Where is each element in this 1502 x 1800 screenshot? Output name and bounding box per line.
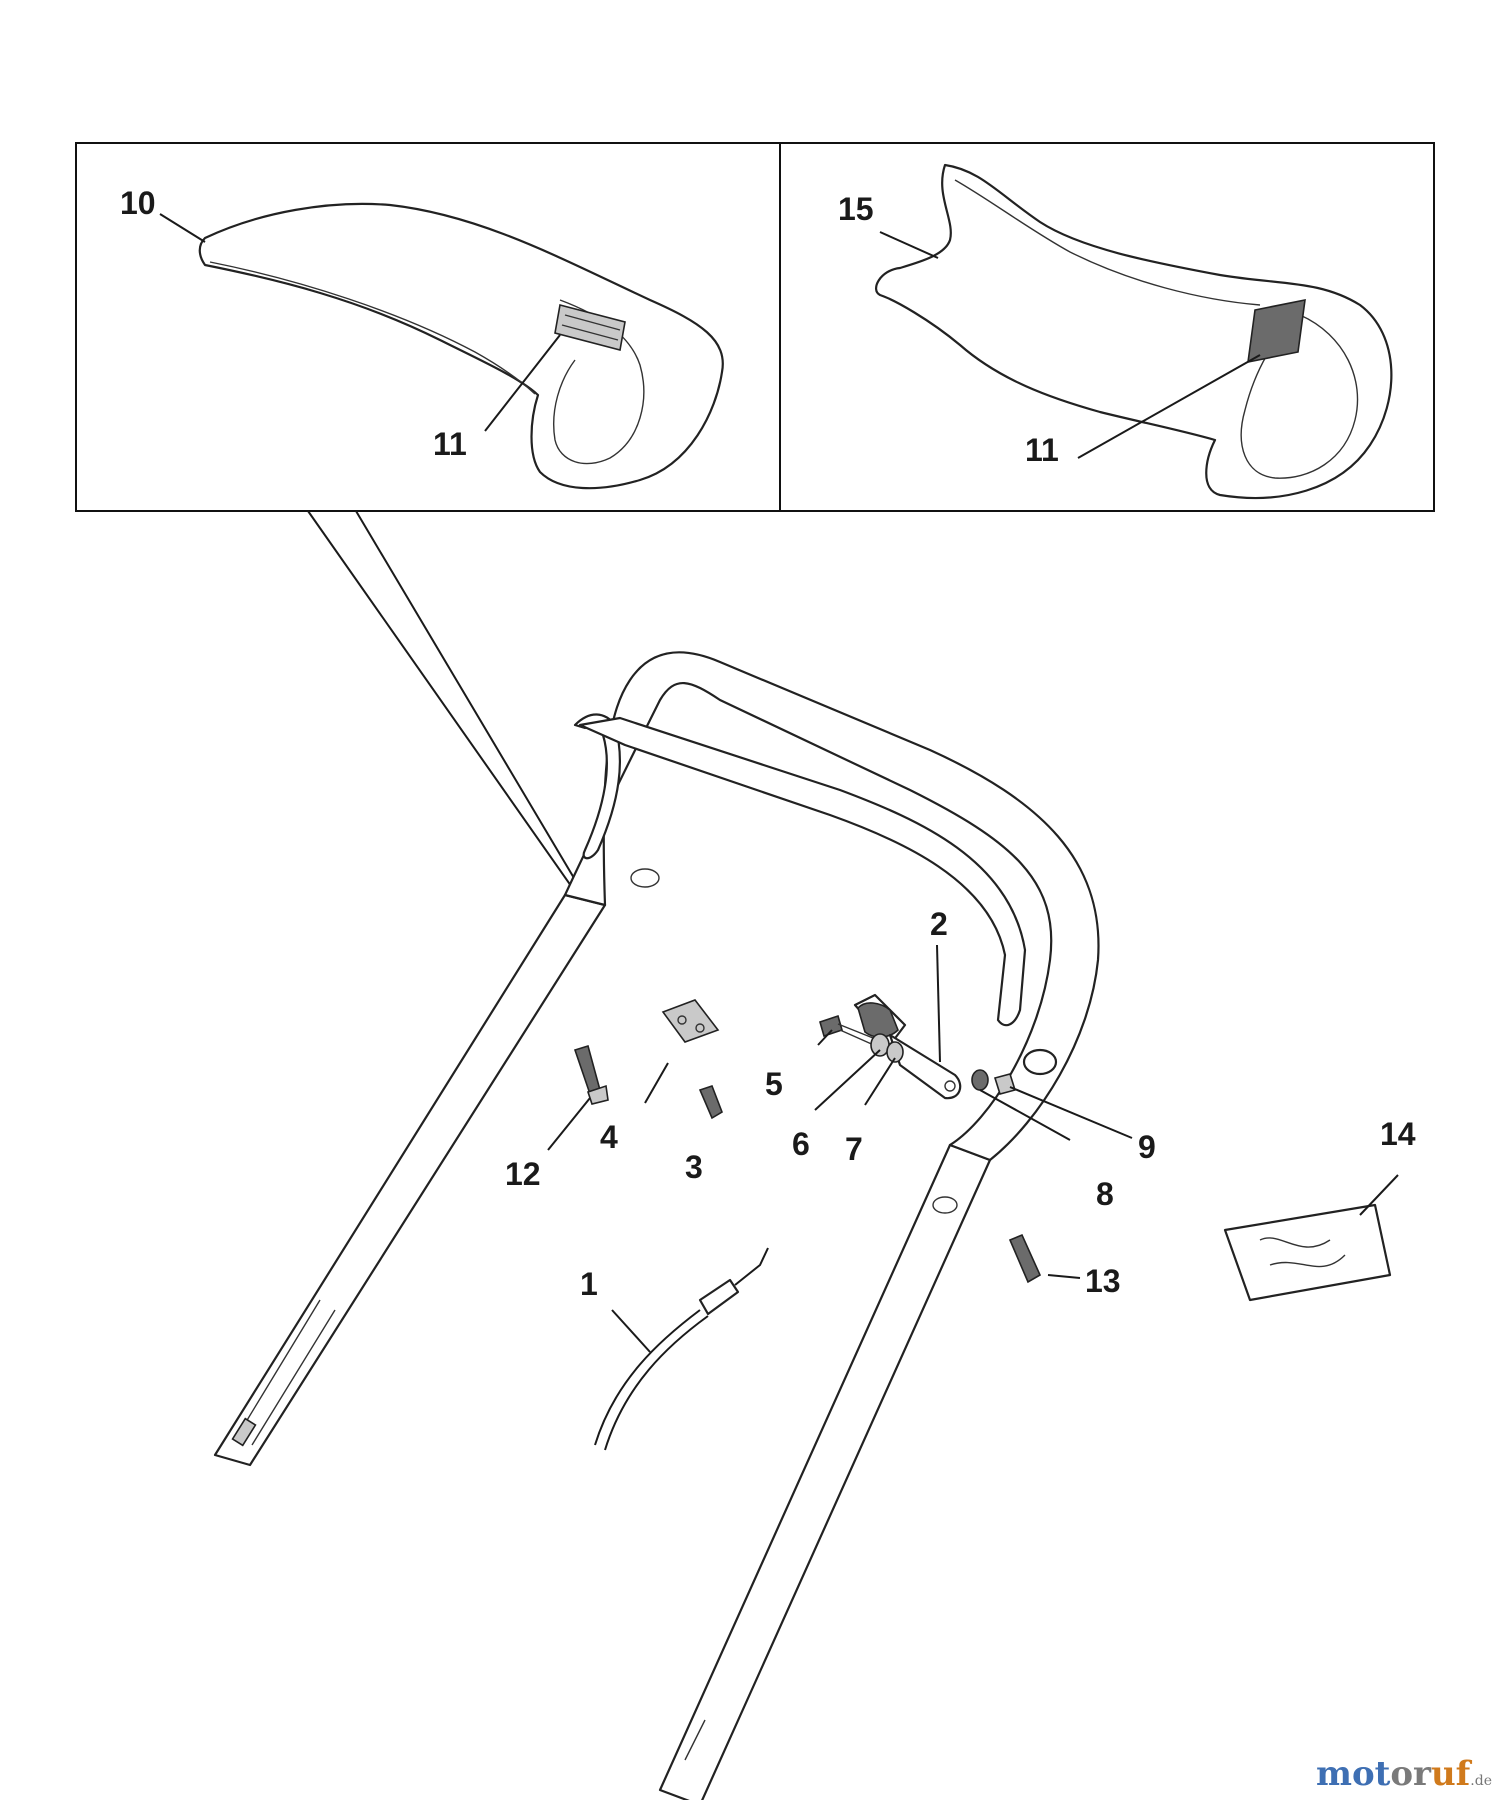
callout-11-right: 11 xyxy=(1025,432,1059,468)
washer-part-8 xyxy=(971,1069,989,1091)
screw-part-12 xyxy=(573,1044,609,1105)
watermark-part-3: uf xyxy=(1430,1754,1471,1794)
handle-grip-part-10 xyxy=(198,202,724,490)
callout-leader-lines xyxy=(159,213,1399,1353)
callout-4: 4 xyxy=(600,1119,618,1155)
callout-6: 6 xyxy=(792,1126,810,1162)
callout-2: 2 xyxy=(930,906,948,942)
parts-bag-part-14 xyxy=(1223,1203,1392,1302)
callout-7: 7 xyxy=(845,1131,863,1167)
bracket-part-4 xyxy=(661,999,720,1043)
watermark-tld: .de xyxy=(1470,1773,1492,1789)
callout-labels: 10 11 15 11 2 5 6 7 9 8 4 3 12 13 14 1 xyxy=(120,185,1416,1302)
handle-frame xyxy=(213,651,1100,1800)
callout-9: 9 xyxy=(1138,1129,1156,1165)
callout-10: 10 xyxy=(120,185,156,221)
callout-3: 3 xyxy=(685,1149,703,1185)
watermark-part-1: mot xyxy=(1315,1754,1391,1794)
callout-13: 13 xyxy=(1085,1263,1121,1299)
watermark-part-2: or xyxy=(1390,1754,1431,1794)
callout-15: 15 xyxy=(838,191,874,227)
callout-1: 1 xyxy=(580,1266,598,1302)
callout-12: 12 xyxy=(505,1156,541,1192)
detail-inset-frame xyxy=(75,142,1435,512)
handle-grip-part-15 xyxy=(875,163,1393,500)
callout-11-left: 11 xyxy=(433,426,467,462)
callout-5: 5 xyxy=(765,1066,783,1102)
inset-leader-lines xyxy=(307,510,591,906)
watermark-logo: motoruf.de xyxy=(1316,1754,1492,1794)
bolt-part-5 xyxy=(819,1014,879,1047)
screw-part-13 xyxy=(1008,1233,1042,1284)
callout-14: 14 xyxy=(1380,1116,1416,1152)
screw-part-3 xyxy=(698,1084,723,1120)
callout-8: 8 xyxy=(1096,1176,1114,1212)
lever-part-2 xyxy=(853,993,962,1100)
control-bail-bar xyxy=(573,713,1058,1076)
washer-part-7 xyxy=(886,1041,904,1063)
cable-part-1 xyxy=(594,1247,769,1451)
